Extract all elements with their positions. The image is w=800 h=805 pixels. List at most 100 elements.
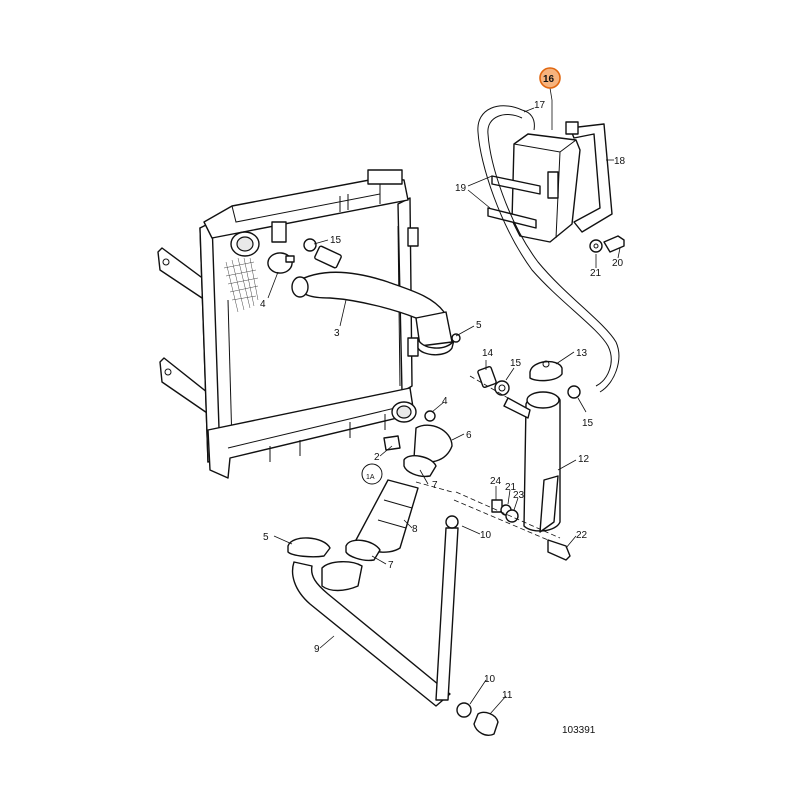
clip-7-upper xyxy=(403,455,437,478)
bolt-22 xyxy=(547,539,571,561)
expansion-tank-assembly xyxy=(477,105,625,393)
label-17[interactable]: 17 xyxy=(534,100,546,111)
pipe-9 xyxy=(291,561,451,707)
label-4-top[interactable]: 4 xyxy=(260,299,266,310)
bracket-18 xyxy=(569,123,613,233)
overflow-pipe-17-inner xyxy=(487,114,620,393)
side-lug xyxy=(407,227,419,247)
top-tank-tab xyxy=(367,169,403,185)
label-15-right[interactable]: 15 xyxy=(582,418,594,429)
highlight-callout-16[interactable] xyxy=(539,67,561,89)
bottom-tank-edge xyxy=(227,403,413,449)
clip-15-mid xyxy=(494,380,510,396)
label-10-upper[interactable]: 10 xyxy=(480,530,492,541)
label-15-top[interactable]: 15 xyxy=(330,235,342,246)
label-22[interactable]: 22 xyxy=(576,530,588,541)
filler-cap-13 xyxy=(529,361,563,382)
label-20[interactable]: 20 xyxy=(612,258,624,269)
label-23[interactable]: 23 xyxy=(513,490,525,501)
top-tank-bleed xyxy=(271,221,287,243)
clip-15-top xyxy=(303,238,317,252)
washer-21-hole xyxy=(593,243,599,249)
outlet-bore xyxy=(396,405,412,419)
radiator-core-hatching xyxy=(223,257,259,313)
reservoir-pipe xyxy=(503,397,531,419)
core-frame-line xyxy=(227,299,233,445)
label-12[interactable]: 12 xyxy=(578,454,590,465)
pipe-10-assembly xyxy=(435,515,499,736)
strap-19-upper xyxy=(491,175,541,195)
drain-plug-2 xyxy=(383,435,401,451)
label-1a[interactable]: 1A xyxy=(366,474,375,481)
label-10-lower[interactable]: 10 xyxy=(484,674,496,685)
label-8[interactable]: 8 xyxy=(412,524,418,535)
radiator xyxy=(157,169,419,479)
top-hose-assembly xyxy=(267,238,461,356)
top-tank-edge xyxy=(231,178,381,223)
reservoir-neck xyxy=(526,391,560,409)
overflow-pipe-17 xyxy=(477,105,612,387)
label-13[interactable]: 13 xyxy=(576,348,588,359)
bolt-20 xyxy=(603,235,625,253)
hose-stub xyxy=(314,245,342,269)
label-6[interactable]: 6 xyxy=(466,430,472,441)
label-2[interactable]: 2 xyxy=(374,452,380,463)
pipe-14-assembly xyxy=(477,366,510,396)
clip-4-screw xyxy=(285,255,295,263)
cap-11 xyxy=(473,711,499,736)
hose-8-ribs xyxy=(377,499,413,529)
hose-elbow xyxy=(321,561,363,592)
bottom-outlet-assembly xyxy=(361,401,453,485)
pipe-10 xyxy=(435,527,459,701)
label-5-left[interactable]: 5 xyxy=(263,532,269,543)
washer-23 xyxy=(505,509,519,523)
clip-15-mid-hole xyxy=(498,384,506,392)
reference-labels: 16 17 18 19 20 21 15 4 3 5 14 15 13 15 4… xyxy=(260,74,626,736)
item-1a-marker xyxy=(361,463,383,485)
leader-lines xyxy=(267,87,621,715)
filler-neck-bore xyxy=(236,236,254,252)
clip-7-lower xyxy=(345,539,381,562)
top-hose-outlet xyxy=(415,311,453,347)
clip-15-right xyxy=(567,385,581,399)
reservoir-bracket xyxy=(539,475,559,533)
clip-5-screw xyxy=(451,333,461,343)
label-5-right[interactable]: 5 xyxy=(476,320,482,331)
label-19[interactable]: 19 xyxy=(455,183,467,194)
clip-10-lower xyxy=(456,702,472,718)
label-7-upper[interactable]: 7 xyxy=(432,480,438,491)
reservoir-assembly xyxy=(491,360,581,561)
pipe-14 xyxy=(477,366,497,388)
clip-5-lower xyxy=(287,537,331,558)
label-11[interactable]: 11 xyxy=(502,690,513,701)
top-hose-end xyxy=(291,276,309,298)
drawing-number: 103391 xyxy=(562,725,596,736)
expansion-tank-16 xyxy=(511,133,581,243)
label-7-lower[interactable]: 7 xyxy=(388,560,394,571)
bracket-18-mount xyxy=(565,121,579,135)
label-3[interactable]: 3 xyxy=(334,328,340,339)
clip-10-upper xyxy=(445,515,459,529)
label-14[interactable]: 14 xyxy=(482,348,494,359)
clip-4-mid xyxy=(424,410,436,422)
cap-13-knob xyxy=(542,360,550,368)
tank-nozzle xyxy=(547,171,559,199)
radiator-bottom-tank xyxy=(207,387,415,479)
label-16[interactable]: 16 xyxy=(543,74,555,85)
clip-5-top xyxy=(417,337,455,356)
label-24[interactable]: 24 xyxy=(490,476,502,487)
label-15-mid[interactable]: 15 xyxy=(510,358,522,369)
side-lug xyxy=(407,337,419,357)
label-18[interactable]: 18 xyxy=(614,156,626,167)
label-4-mid[interactable]: 4 xyxy=(442,396,448,407)
label-21-bracket[interactable]: 21 xyxy=(505,482,517,493)
bracket-hole xyxy=(162,258,170,266)
label-9[interactable]: 9 xyxy=(314,644,320,655)
washer-21-tank xyxy=(589,239,603,253)
bracket-hole xyxy=(164,368,172,376)
label-21-tank[interactable]: 21 xyxy=(590,268,602,279)
pipe-17-end xyxy=(521,109,535,131)
lower-hose-assembly xyxy=(287,479,451,707)
